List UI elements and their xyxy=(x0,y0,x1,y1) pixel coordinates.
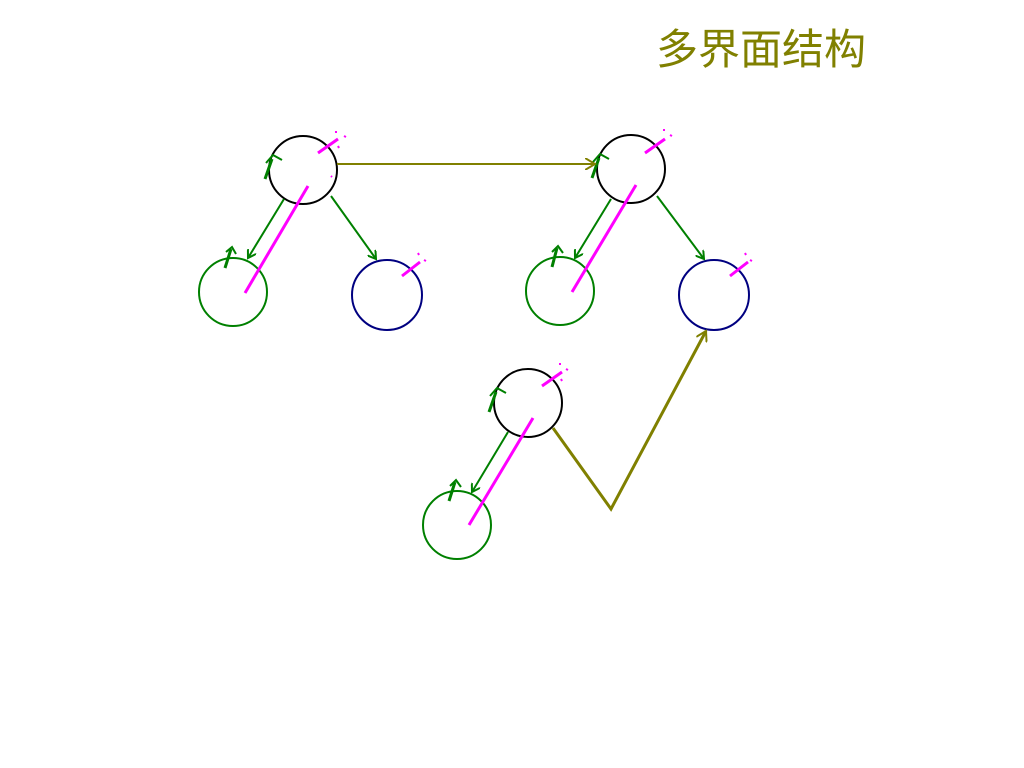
group-1-parent-dots xyxy=(330,131,347,178)
group-1-right-child-mark xyxy=(401,260,421,278)
group-2-back-stroke xyxy=(570,184,638,293)
group-1-parent-mark xyxy=(317,137,339,155)
group-3-to-group-2-right-child-link xyxy=(551,331,706,512)
group-2-parent-mark xyxy=(644,137,666,155)
group-3-left-child-node xyxy=(422,490,492,560)
group-3-back-stroke xyxy=(467,417,535,526)
group-2-parent-node xyxy=(596,134,666,204)
group-1-right-child-dots xyxy=(417,252,427,262)
group-1-link-to-left-child xyxy=(248,198,285,258)
group-2-right-child-mark xyxy=(729,260,749,278)
group-1-right-child-node xyxy=(351,259,423,331)
diagram-title: 多界面结构 xyxy=(656,25,867,74)
screen-group-3 xyxy=(422,363,569,560)
screen-group-2 xyxy=(525,129,753,331)
group-2-left-child-up-arrow xyxy=(550,247,559,268)
group-2-right-child-dots xyxy=(744,252,753,262)
group-2-parent-dots xyxy=(663,129,673,137)
group-1-link-to-right-child xyxy=(330,195,376,259)
group-3-parent-dots xyxy=(559,363,569,382)
group-1-parent-up-arrow xyxy=(263,158,274,180)
group-3-parent-up-arrow-head xyxy=(489,386,507,397)
group-2-parent-up-arrow-head xyxy=(592,152,610,163)
group-2-left-child-node xyxy=(525,256,595,326)
group-1-back-stroke xyxy=(243,185,310,294)
group-2-link-to-left-child xyxy=(575,198,612,258)
group-3-link-to-left-child xyxy=(472,431,509,492)
group-3-left-child-up-arrow-head xyxy=(449,478,462,488)
group-3-left-child-up-arrow xyxy=(447,481,457,502)
group-1-left-child-node xyxy=(198,257,268,327)
group-3-parent-node xyxy=(493,368,563,438)
group-2-right-child-node xyxy=(678,259,750,331)
group-1-parent-up-arrow-head xyxy=(265,153,283,164)
screen-group-1 xyxy=(198,131,427,331)
group-3-parent-up-arrow xyxy=(487,391,498,413)
group-2-left-child-up-arrow-head xyxy=(551,244,564,254)
group-2-link-to-right-child xyxy=(656,195,704,259)
group-1-left-child-up-arrow-head xyxy=(225,245,237,255)
group-1-left-child-up-arrow xyxy=(223,248,233,269)
group-3-parent-mark xyxy=(541,370,563,388)
